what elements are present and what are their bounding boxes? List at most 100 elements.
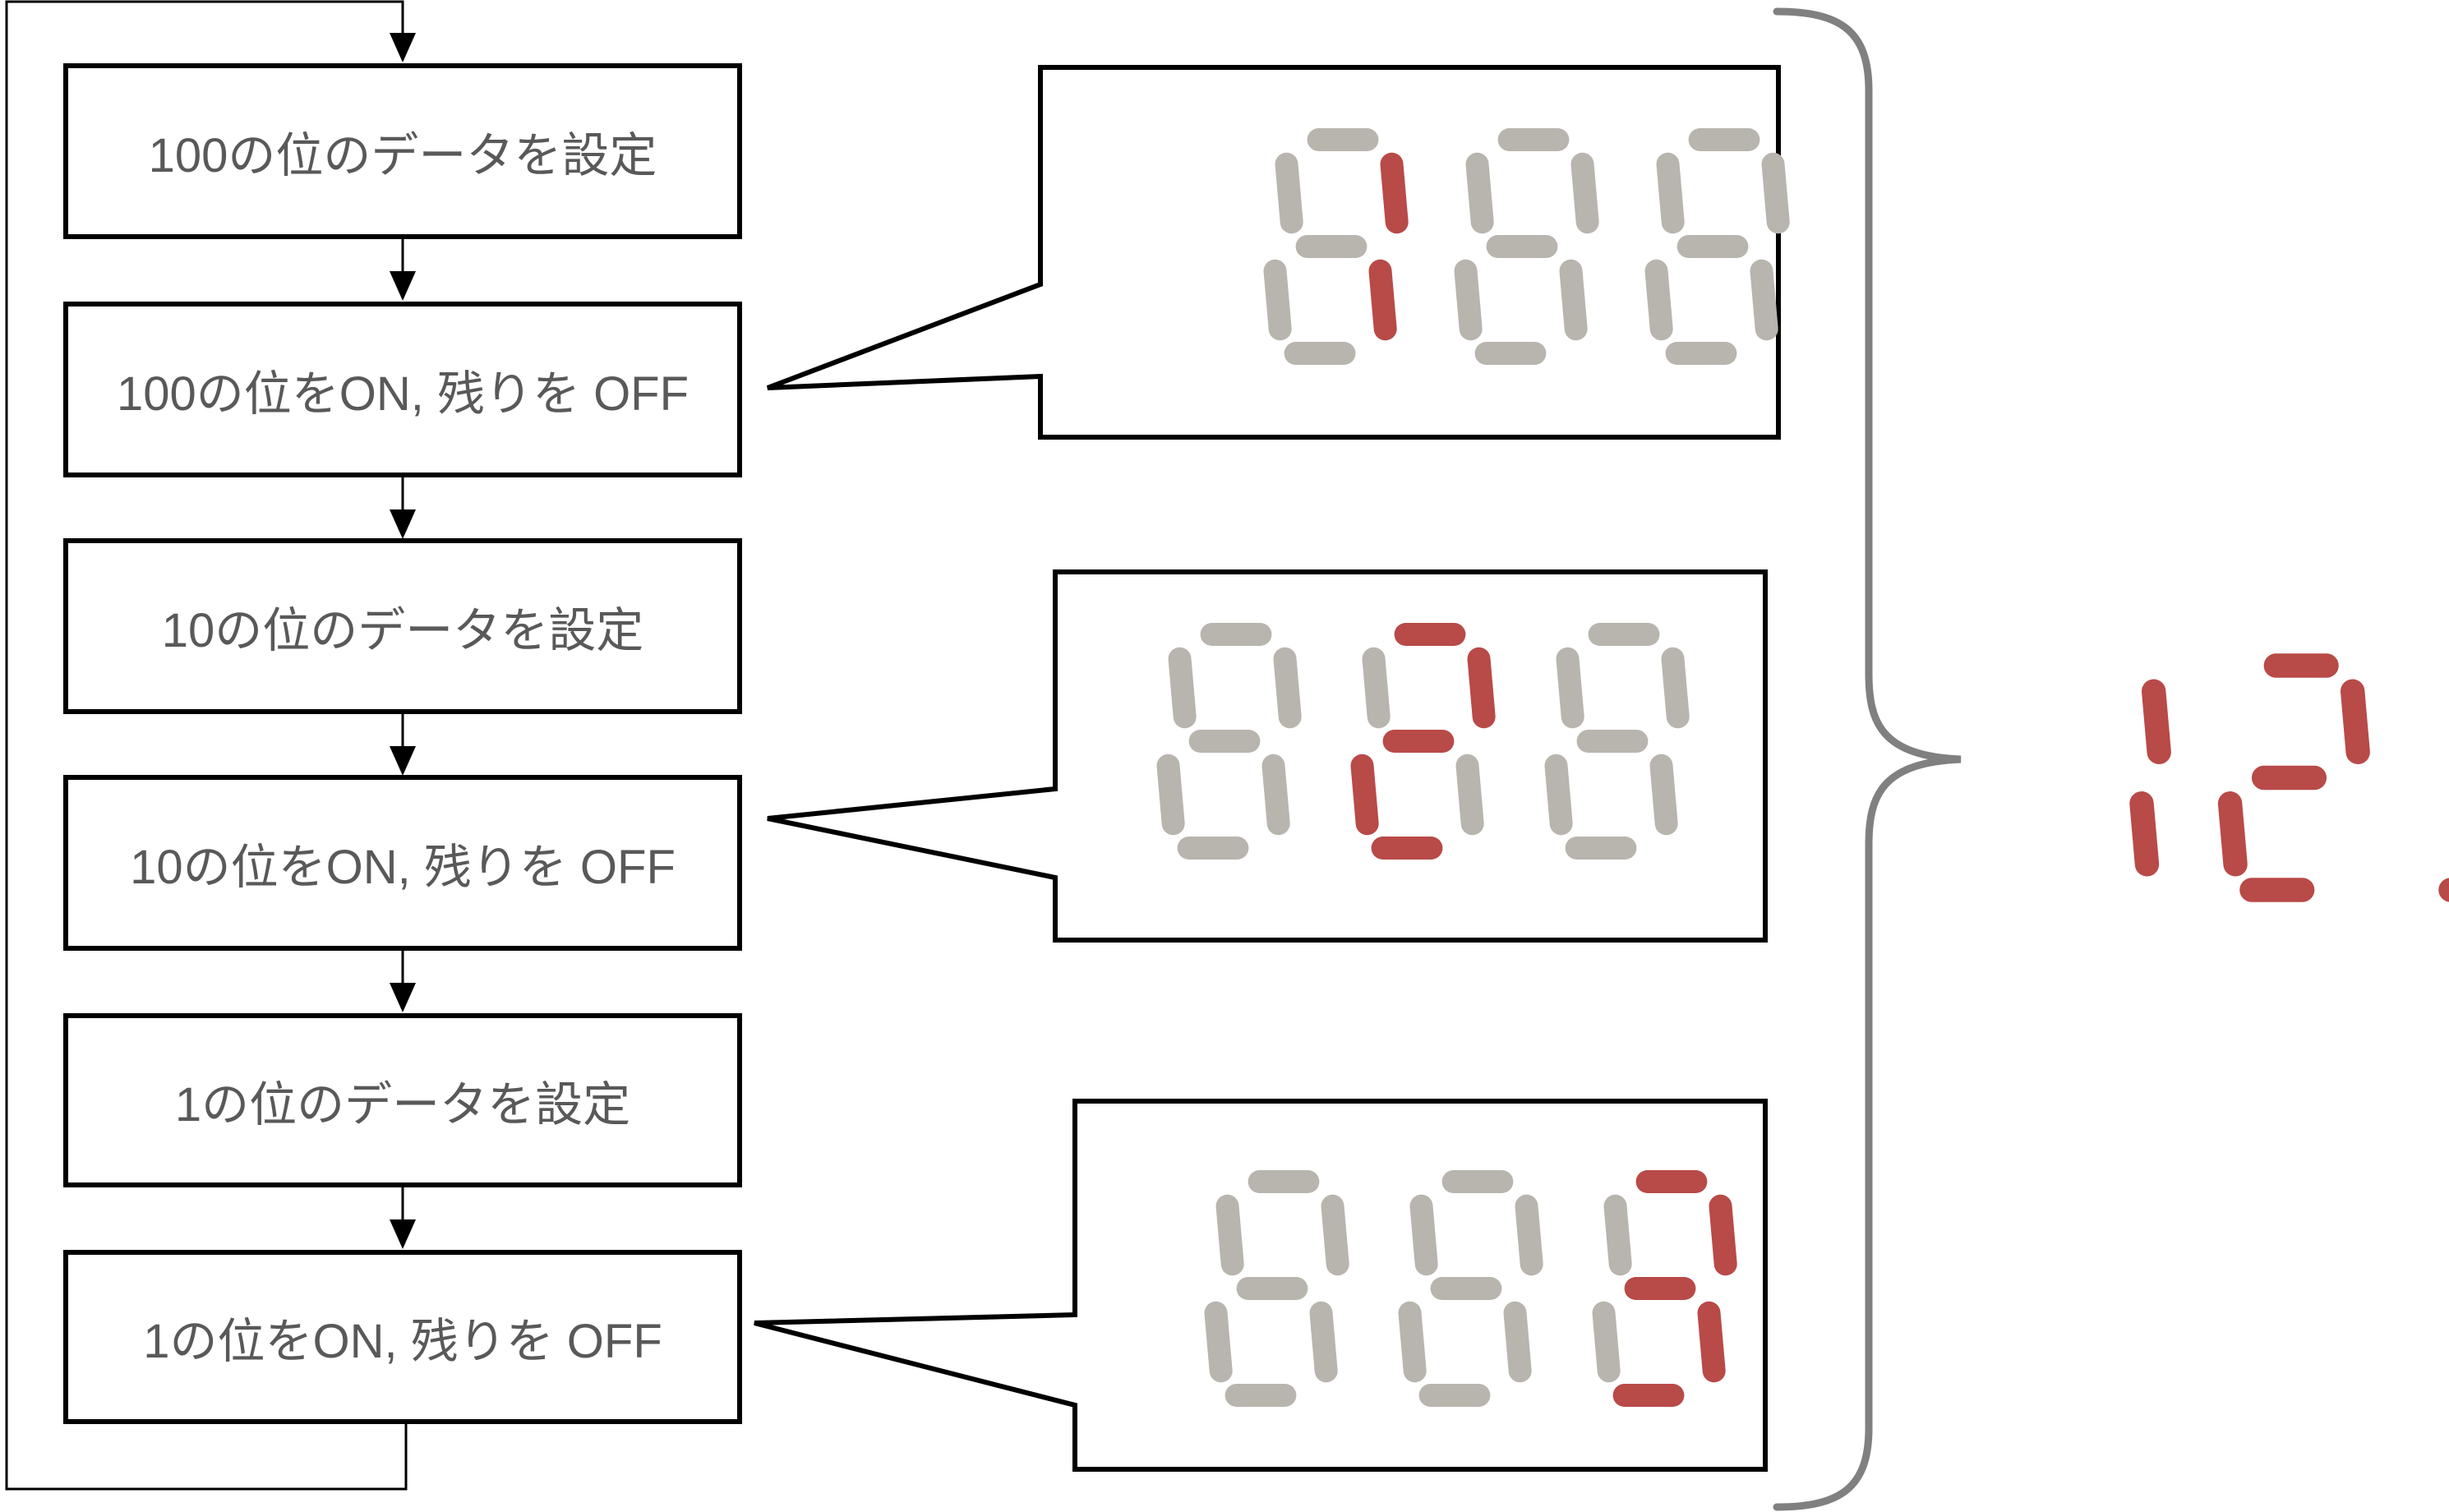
segment-e-off bbox=[1644, 259, 1673, 341]
segment-c-on bbox=[1368, 259, 1397, 341]
step-box-2 bbox=[63, 302, 742, 477]
segment-b-off bbox=[1321, 1194, 1349, 1276]
segment-b-on bbox=[1467, 647, 1496, 729]
step-label-2: 100の位をON, 残りを OFF bbox=[116, 367, 690, 421]
callout-2-digit-2 bbox=[1350, 623, 1496, 860]
segment-d-on bbox=[1612, 1384, 1685, 1407]
segment-b-on bbox=[1709, 1194, 1737, 1276]
segment-f-off bbox=[1556, 647, 1584, 729]
callout-2-digit-3 bbox=[1544, 623, 1690, 860]
segment-b-on bbox=[1380, 152, 1409, 234]
step-box-4 bbox=[63, 775, 742, 951]
callout-3-digit-2 bbox=[1398, 1170, 1543, 1407]
result-digit-2 bbox=[2217, 653, 2370, 902]
step-label-4: 10の位をON, 残りを OFF bbox=[130, 841, 676, 894]
step-box-3 bbox=[63, 538, 742, 714]
segment-e-off bbox=[1398, 1301, 1427, 1383]
step-label-6: 1の位をON, 残りを OFF bbox=[143, 1315, 662, 1368]
step-label-5: 1の位のデータを設定 bbox=[174, 1078, 631, 1132]
segment-d-on bbox=[1371, 837, 1443, 860]
step-box-5 bbox=[63, 1013, 742, 1187]
segment-f-off bbox=[1603, 1194, 1632, 1276]
segment-d-off bbox=[1284, 342, 1356, 365]
segment-c-off bbox=[1503, 1301, 1532, 1383]
callout-1-digit-1 bbox=[1263, 128, 1409, 365]
brace bbox=[1773, 7, 1962, 1511]
segment-f-off bbox=[1465, 152, 1494, 234]
segment-e-off bbox=[1263, 259, 1292, 341]
segment-f-off bbox=[1362, 647, 1391, 729]
segment-f-off bbox=[1168, 647, 1197, 729]
segment-a-off bbox=[1497, 128, 1570, 151]
segment-d-off bbox=[1665, 342, 1737, 365]
segment-c-off bbox=[1750, 259, 1778, 341]
segment-b-off bbox=[1570, 152, 1599, 234]
callout-3-display bbox=[1204, 1170, 1737, 1407]
segment-e-on bbox=[2217, 791, 2248, 877]
segment-c-off bbox=[1261, 754, 1290, 836]
segment-a-off bbox=[1441, 1170, 1514, 1193]
flow-boxes bbox=[63, 63, 742, 1424]
segment-e-off bbox=[1156, 754, 1185, 836]
segment-e-off bbox=[1454, 259, 1483, 341]
callout-1-display bbox=[1263, 128, 1790, 365]
segment-d-on bbox=[2438, 878, 2449, 902]
segment-b-off bbox=[1273, 647, 1302, 729]
segment-a-off bbox=[1248, 1170, 1320, 1193]
segment-d-off bbox=[1177, 837, 1249, 860]
step-box-6 bbox=[63, 1250, 742, 1424]
result-display bbox=[2129, 653, 2449, 902]
segment-g-on bbox=[2251, 765, 2327, 791]
segment-e-off bbox=[1204, 1301, 1233, 1383]
callout-2-digit-1 bbox=[1156, 623, 1302, 860]
segment-b-on bbox=[2141, 679, 2171, 764]
segment-g-off bbox=[1576, 730, 1649, 753]
segment-d-off bbox=[1418, 1384, 1491, 1407]
segment-a-off bbox=[1307, 128, 1379, 151]
segment-b-off bbox=[1515, 1194, 1543, 1276]
segment-e-on bbox=[1350, 754, 1379, 836]
result-digit-3 bbox=[2438, 878, 2449, 902]
result-digit-1 bbox=[2129, 679, 2171, 877]
segment-b-off bbox=[1761, 152, 1790, 234]
step-label-3: 10の位のデータを設定 bbox=[161, 604, 644, 657]
segment-f-off bbox=[1409, 1194, 1438, 1276]
callout-1-digit-3 bbox=[1644, 128, 1790, 365]
segment-a-on bbox=[2263, 653, 2339, 678]
segment-a-on bbox=[1635, 1170, 1708, 1193]
segment-b-off bbox=[1661, 647, 1690, 729]
segment-c-on bbox=[2129, 791, 2160, 877]
loop-arrowhead bbox=[390, 33, 416, 62]
segment-f-off bbox=[1656, 152, 1685, 234]
callout-1-digit-2 bbox=[1454, 128, 1599, 365]
segment-a-off bbox=[1200, 623, 1272, 646]
segment-d-off bbox=[1474, 342, 1547, 365]
segment-b-on bbox=[2340, 679, 2370, 764]
segment-a-off bbox=[1588, 623, 1660, 646]
segment-d-off bbox=[1224, 1384, 1297, 1407]
segment-c-off bbox=[1559, 259, 1588, 341]
segment-f-off bbox=[1215, 1194, 1244, 1276]
callout-2 bbox=[767, 569, 1768, 943]
callout-3-digit-1 bbox=[1204, 1170, 1349, 1407]
segment-g-off bbox=[1236, 1277, 1308, 1300]
flow-connectors bbox=[390, 238, 416, 1249]
segment-f-off bbox=[1275, 152, 1303, 234]
callout-1 bbox=[766, 65, 1781, 440]
segment-g-off bbox=[1676, 235, 1749, 258]
segment-a-off bbox=[1688, 128, 1760, 151]
segment-g-on bbox=[1624, 1277, 1696, 1300]
segment-e-off bbox=[1544, 754, 1573, 836]
segment-d-off bbox=[1565, 837, 1637, 860]
segment-g-off bbox=[1188, 730, 1261, 753]
callout-2-display bbox=[1156, 623, 1690, 860]
step-label-1: 100の位のデータを設定 bbox=[148, 129, 657, 182]
loop-back-line bbox=[5, 0, 408, 1491]
segment-g-off bbox=[1295, 235, 1367, 258]
segment-c-off bbox=[1309, 1301, 1338, 1383]
segment-c-on bbox=[1697, 1301, 1726, 1383]
segment-g-off bbox=[1430, 1277, 1502, 1300]
segment-d-on bbox=[2239, 878, 2315, 902]
segment-a-on bbox=[1394, 623, 1466, 646]
